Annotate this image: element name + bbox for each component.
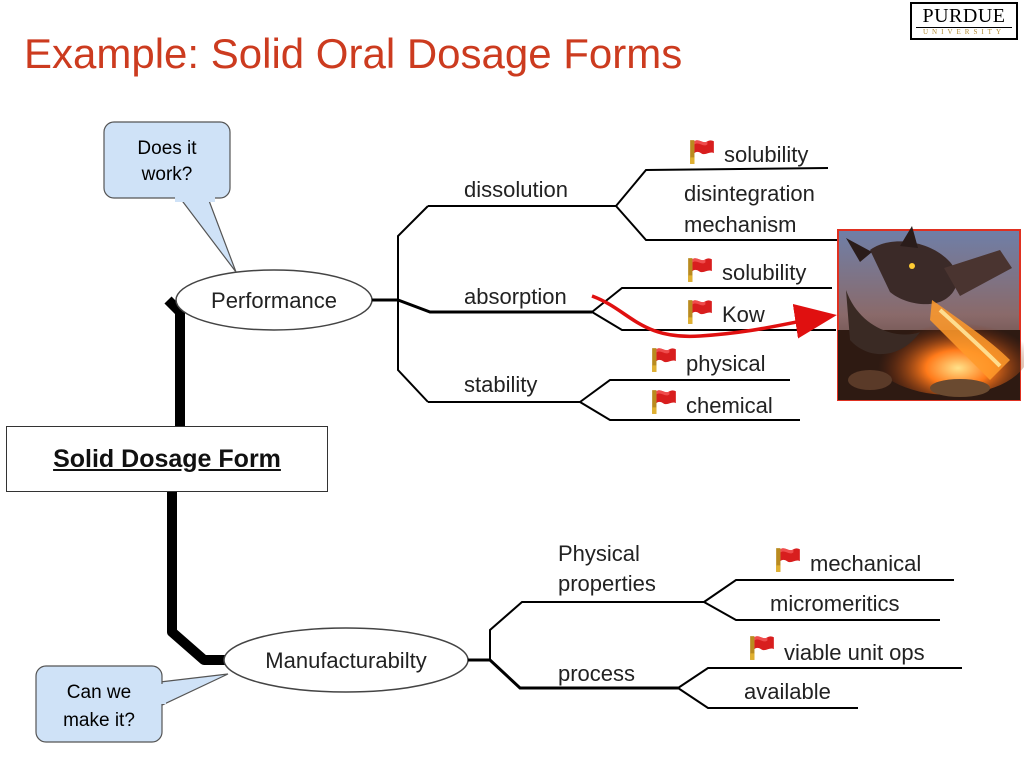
process-leaf-available: available: [744, 679, 831, 704]
root-label: Solid Dosage Form: [53, 444, 281, 473]
absorption-label: absorption: [464, 284, 567, 309]
flag-icon: [776, 548, 800, 572]
process-leaf-viable-unit-ops: viable unit ops: [784, 640, 925, 665]
manufacturability-branch: Manufacturabilty Physical properties mec…: [223, 541, 962, 709]
manufacturability-label: Manufacturabilty: [265, 648, 426, 673]
dissolution-leaf-disintegration: disintegration: [684, 181, 815, 206]
physical-properties-label-line2: properties: [558, 571, 656, 596]
callout-manufacturability-line2: make it?: [63, 710, 135, 731]
flag-icon: [652, 348, 676, 372]
performance-branch: Performance dissolution solubility disin…: [175, 140, 838, 421]
flag-icon: [690, 140, 714, 164]
callout-does-it-work: Does it work?: [103, 121, 237, 273]
dissolution-label: dissolution: [464, 177, 568, 202]
flag-icon: [688, 258, 712, 282]
main-trunk: [164, 296, 226, 665]
physical-properties-leaf-mechanical: mechanical: [810, 551, 921, 576]
dissolution-leaf-solubility: solubility: [724, 142, 808, 167]
performance-label: Performance: [211, 288, 337, 313]
flag-icon: [688, 300, 712, 324]
logo-subtitle: UNIVERSITY: [916, 27, 1012, 37]
callout-manufacturability-line1: Can we: [67, 682, 131, 703]
root-node: Solid Dosage Form: [6, 426, 328, 492]
callout-performance-line2: work?: [141, 164, 193, 185]
stability-label: stability: [464, 372, 537, 397]
stability-leaf-chemical: chemical: [686, 393, 773, 418]
physical-properties-leaf-micromeritics: micromeritics: [770, 591, 900, 616]
process-label: process: [558, 661, 635, 686]
flag-icon: [652, 390, 676, 414]
absorption-leaf-solubility: solubility: [722, 260, 806, 285]
stability-leaf-physical: physical: [686, 351, 765, 376]
absorption-leaf-kow: Kow: [722, 302, 765, 327]
flag-icon: [750, 636, 774, 660]
dissolution-leaf-mechanism: mechanism: [684, 212, 796, 237]
physical-properties-label-line1: Physical: [558, 541, 640, 566]
purdue-logo: PURDUE UNIVERSITY: [910, 2, 1018, 40]
callout-can-we-make-it: Can we make it?: [35, 665, 229, 743]
slide-title: Example: Solid Oral Dosage Forms: [24, 30, 683, 77]
logo-name: PURDUE: [922, 5, 1006, 27]
callout-performance-line1: Does it: [137, 138, 197, 159]
red-arrow: [591, 294, 837, 339]
dragon-illustration: [837, 226, 1024, 401]
